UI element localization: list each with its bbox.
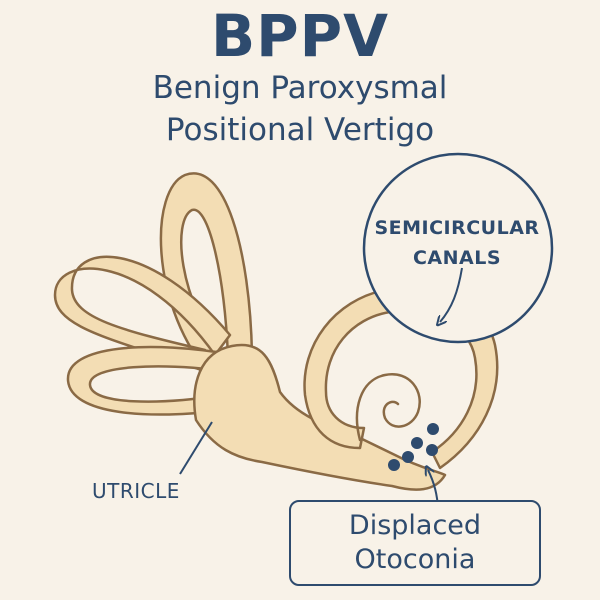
spiral-inner-coil — [355, 373, 421, 442]
page-title: BPPV — [210, 2, 390, 70]
displaced-otoconia-box: Displaced Otoconia — [289, 500, 541, 586]
canals-callout-circle — [362, 152, 554, 344]
vestibule-body — [193, 343, 447, 491]
otoconia-particle — [388, 459, 400, 471]
semicircular-canals-label: SEMICIRCULAR CANALS — [372, 213, 542, 273]
otoconia-label-line-2: Otoconia — [354, 544, 476, 575]
canals-label-line-2: CANALS — [412, 247, 502, 269]
subtitle-line-1: Benign Paroxysmal — [152, 70, 448, 106]
canals-arrow — [440, 267, 463, 322]
subtitle-line-2: Positional Vertigo — [165, 112, 435, 148]
utricle-label: UTRICLE — [92, 479, 180, 503]
otoconia-particle — [402, 451, 414, 463]
otoconia-particle — [427, 423, 439, 435]
utricle-leader-line — [179, 421, 213, 475]
otoconia-particle — [411, 437, 423, 449]
canals-label-line-1: SEMICIRCULAR — [374, 217, 540, 239]
otoconia-label-line-1: Displaced — [348, 510, 482, 541]
otoconia-particle — [426, 444, 438, 456]
